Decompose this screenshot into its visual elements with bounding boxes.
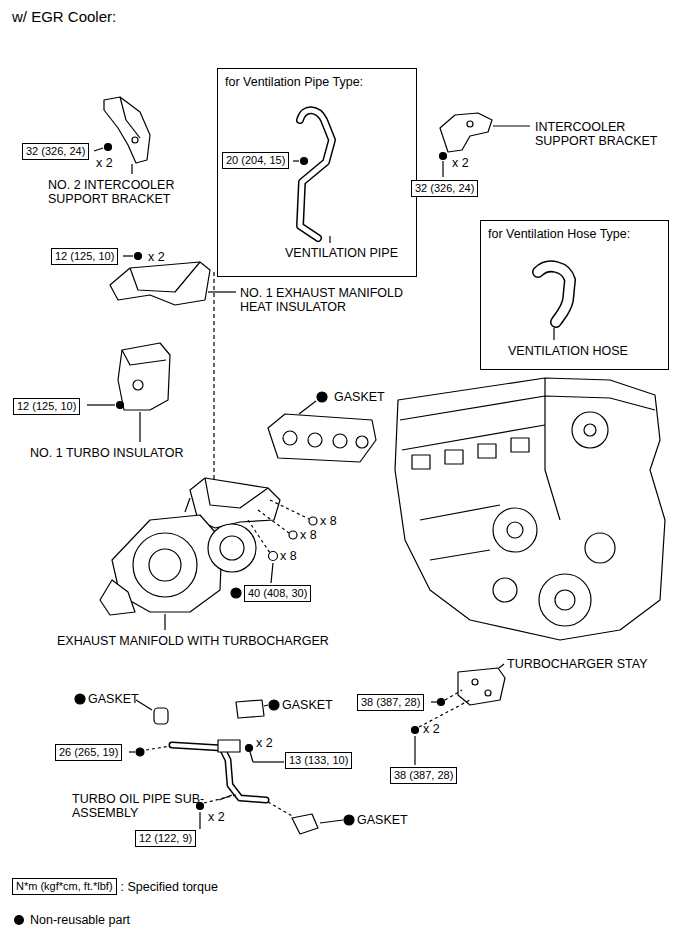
non-reusable-dot xyxy=(14,915,24,925)
part-name: VENTILATION PIPE xyxy=(285,246,398,260)
part-name: GASKET xyxy=(357,813,408,827)
torque-box: 32 (326, 24) xyxy=(411,180,478,197)
torque-value: 38 (387, 28) xyxy=(394,769,453,781)
torque-value: 20 (204, 15) xyxy=(226,154,285,166)
quantity-mark: x 8 xyxy=(320,514,337,528)
torque-box: 32 (326, 24) xyxy=(22,143,89,160)
torque-box: 38 (387, 28) xyxy=(390,767,457,784)
part-name: GASKET xyxy=(334,390,385,404)
diagram-title: w/ EGR Cooler: xyxy=(12,8,116,26)
torque-value: 40 (408, 30) xyxy=(248,587,307,599)
part-name: TURBO OIL PIPE SUB-ASSEMBLY xyxy=(72,792,222,820)
frame-heading: for Ventilation Pipe Type: xyxy=(218,69,416,89)
frame-heading: for Ventilation Hose Type: xyxy=(481,221,668,241)
torque-value: 13 (133, 10) xyxy=(289,754,348,766)
torque-box: 20 (204, 15) xyxy=(222,152,289,169)
torque-value: 26 (265, 19) xyxy=(59,746,118,758)
part-name: VENTILATION HOSE xyxy=(508,344,628,358)
quantity-mark: x 2 xyxy=(452,156,469,170)
quantity-mark: x 2 xyxy=(208,810,225,824)
torque-value: N*m (kgf*cm, ft.*lbf) xyxy=(16,880,113,892)
part-name: TURBOCHARGER STAY xyxy=(507,657,648,671)
part-name: INTERCOOLER SUPPORT BRACKET xyxy=(535,120,675,148)
torque-box: 38 (387, 28) xyxy=(357,694,424,711)
torque-value: 32 (326, 24) xyxy=(415,182,474,194)
torque-value: 38 (387, 28) xyxy=(361,696,420,708)
part-name: GASKET xyxy=(88,692,139,706)
torque-box: 26 (265, 19) xyxy=(55,744,122,761)
quantity-mark: x 8 xyxy=(300,528,317,542)
legend-text: : Specified torque xyxy=(121,880,218,894)
torque-box: N*m (kgf*cm, ft.*lbf) xyxy=(12,878,117,895)
torque-box: 12 (125, 10) xyxy=(51,248,118,265)
torque-value: 12 (125, 10) xyxy=(55,250,114,262)
torque-value: 12 (122, 9) xyxy=(139,832,192,844)
part-name: NO. 1 EXHAUST MANIFOLD HEAT INSULATOR xyxy=(240,286,435,314)
quantity-mark: x 2 xyxy=(256,736,273,750)
quantity-mark: x 2 xyxy=(148,250,165,264)
torque-box: 13 (133, 10) xyxy=(285,752,352,769)
torque-box: 12 (122, 9) xyxy=(135,830,196,847)
part-name: NO. 2 INTERCOOLER SUPPORT BRACKET xyxy=(48,178,198,206)
legend-text: Non-reusable part xyxy=(30,913,130,927)
torque-value: 12 (125, 10) xyxy=(17,400,76,412)
quantity-mark: x 2 xyxy=(423,722,440,736)
variant-frame: for Ventilation Pipe Type: 20 (204, 15) xyxy=(217,68,417,277)
torque-box: 12 (125, 10) xyxy=(13,398,80,415)
part-name: NO. 1 TURBO INSULATOR xyxy=(30,446,184,460)
torque-box: 40 (408, 30) xyxy=(244,585,311,602)
quantity-mark: x 8 xyxy=(280,549,297,563)
quantity-mark: x 2 xyxy=(96,156,113,170)
part-name: GASKET xyxy=(282,698,333,712)
part-name: EXHAUST MANIFOLD WITH TURBOCHARGER xyxy=(57,634,329,648)
torque-value: 32 (326, 24) xyxy=(26,145,85,157)
